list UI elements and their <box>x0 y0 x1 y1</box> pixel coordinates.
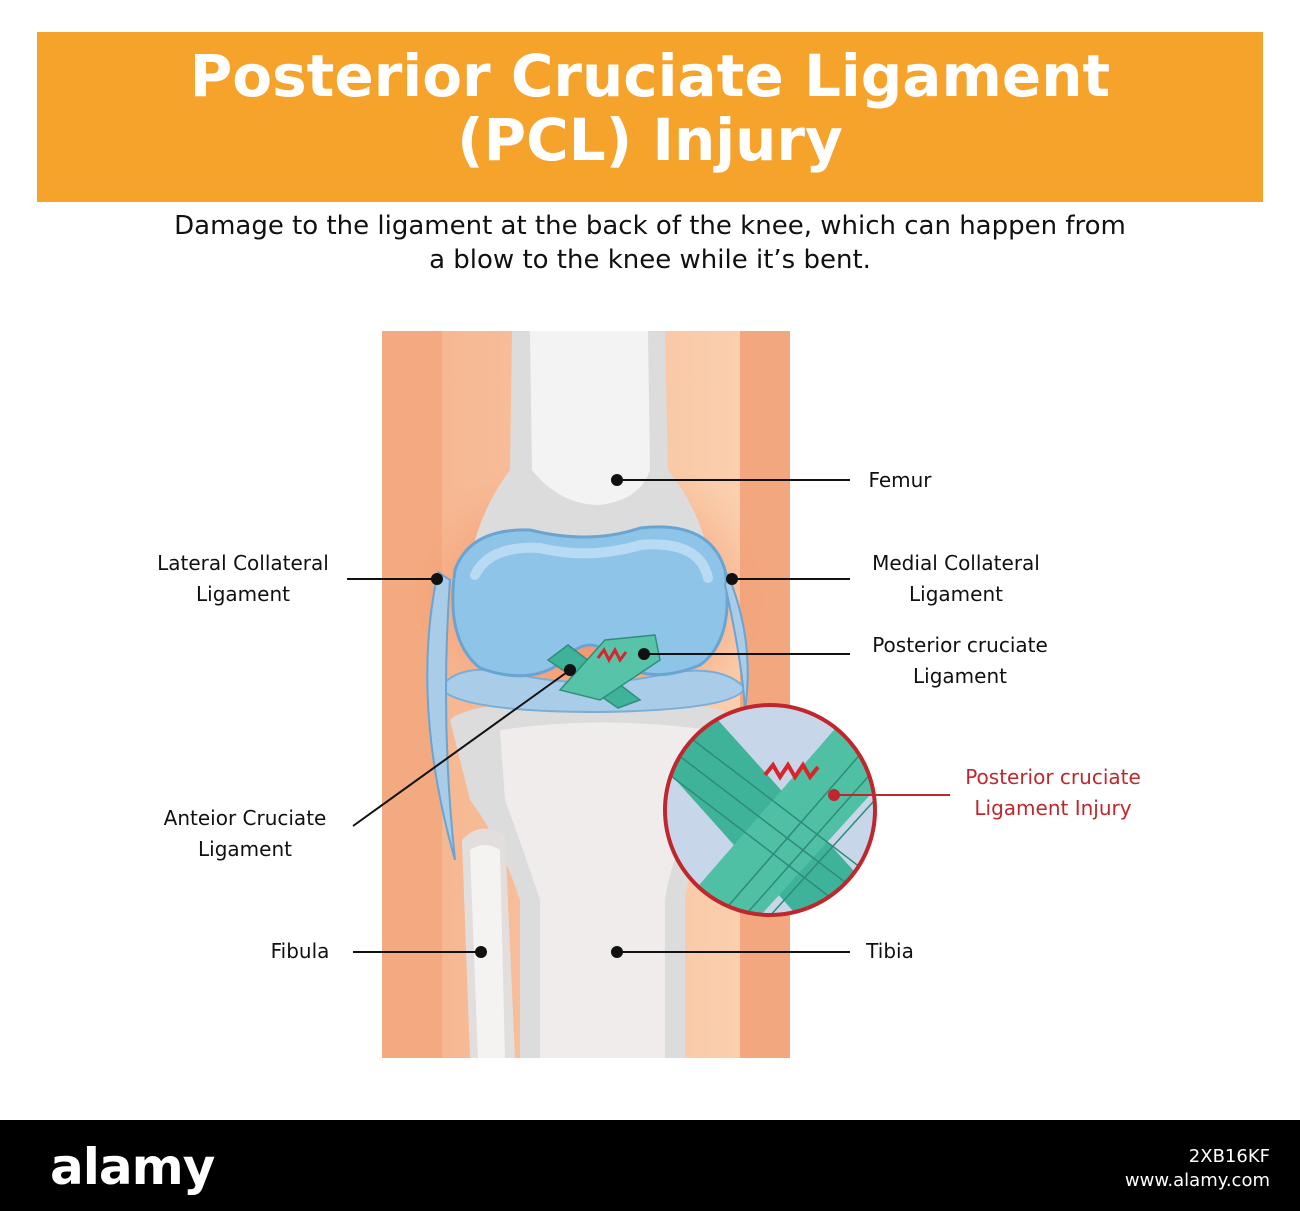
label-acl-line-1: Anteior Cruciate <box>163 806 327 830</box>
page-subtitle: Damage to the ligament at the back of th… <box>60 209 1240 277</box>
subtitle-line-2: a blow to the knee while it’s bent. <box>429 245 871 275</box>
label-tibia: Tibia <box>845 936 935 967</box>
cruciate-ligaments <box>546 634 661 709</box>
label-lcl-line-1: Lateral Collateral <box>157 551 329 575</box>
label-lateral-collateral: Lateral Collateral Ligament <box>133 548 353 610</box>
label-leader-lines <box>347 474 850 958</box>
alamy-logo[interactable]: alamy <box>50 1138 215 1196</box>
femoral-cartilage <box>451 525 729 678</box>
label-pcl-injury: Posterior cruciate Ligament Injury <box>938 762 1168 824</box>
label-medial-collateral: Medial Collateral Ligament <box>846 548 1066 610</box>
injury-leader-line <box>828 789 950 801</box>
title-line-1: Posterior Cruciate Ligament <box>189 42 1111 110</box>
title-banner <box>37 32 1263 202</box>
knee-diagram <box>347 331 950 1058</box>
label-injury-line-2: Ligament Injury <box>974 796 1132 820</box>
label-femur-text: Femur <box>868 468 932 492</box>
label-fibula: Fibula <box>250 936 350 967</box>
label-fibula-text: Fibula <box>270 939 330 963</box>
label-mcl-line-1: Medial Collateral <box>872 551 1040 575</box>
injury-zoom-circle <box>663 703 877 917</box>
title-line-2: (PCL) Injury <box>457 106 843 174</box>
label-lcl-line-2: Ligament <box>196 582 290 606</box>
label-femur: Femur <box>840 465 960 496</box>
label-injury-line-1: Posterior cruciate <box>965 765 1141 789</box>
lateral-collateral-ligament <box>426 570 456 861</box>
label-mcl-line-2: Ligament <box>909 582 1003 606</box>
image-id: 2XB16KF <box>1188 1146 1270 1167</box>
femur-bone <box>470 331 710 560</box>
label-acl-line-2: Ligament <box>198 837 292 861</box>
page-title: Posterior Cruciate Ligament (PCL) Injury <box>37 44 1263 172</box>
label-tibia-text: Tibia <box>866 939 914 963</box>
label-posterior-cruciate: Posterior cruciate Ligament <box>845 630 1075 692</box>
label-pcl-line-1: Posterior cruciate <box>872 633 1048 657</box>
subtitle-line-1: Damage to the ligament at the back of th… <box>174 211 1126 241</box>
label-anterior-cruciate: Anteior Cruciate Ligament <box>140 803 350 865</box>
site-link[interactable]: www.alamy.com <box>1124 1170 1270 1191</box>
label-pcl-line-2: Ligament <box>913 664 1007 688</box>
footer-info: 2XB16KF www.alamy.com <box>1125 1145 1270 1193</box>
footer-bar <box>0 1120 1300 1211</box>
